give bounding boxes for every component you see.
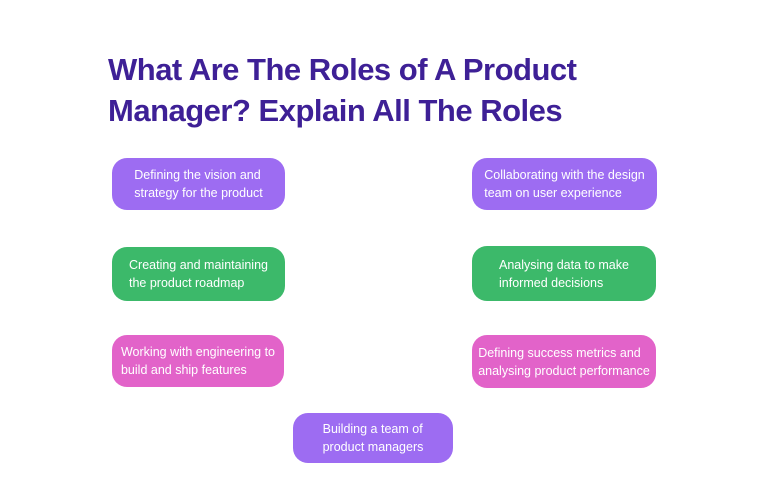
role-card-data-analysis: Analysing data to make informed decision… xyxy=(472,246,656,301)
infographic-title: What Are The Roles of A Product Manager?… xyxy=(108,51,577,128)
role-card-text: Defining the vision and strategy for the… xyxy=(134,168,263,200)
role-card-text: Working with engineering to build and sh… xyxy=(120,345,276,377)
role-card-team-building: Building a team of product managers xyxy=(293,413,453,463)
role-card-design-collaboration: Collaborating with the design team on us… xyxy=(472,158,657,210)
role-card-engineering: Working with engineering to build and sh… xyxy=(112,335,284,387)
role-card-text: Collaborating with the design team on us… xyxy=(484,168,645,200)
role-card-success-metrics: Defining success metrics and analysing p… xyxy=(472,335,656,388)
role-card-text: Creating and maintaining the product roa… xyxy=(129,258,268,290)
role-card-text: Building a team of product managers xyxy=(322,422,424,454)
role-card-text: Analysing data to make informed decision… xyxy=(499,257,629,290)
role-card-text: Defining success metrics and analysing p… xyxy=(478,345,650,378)
role-card-vision-strategy: Defining the vision and strategy for the… xyxy=(112,158,285,210)
role-card-roadmap: Creating and maintaining the product roa… xyxy=(112,247,285,301)
